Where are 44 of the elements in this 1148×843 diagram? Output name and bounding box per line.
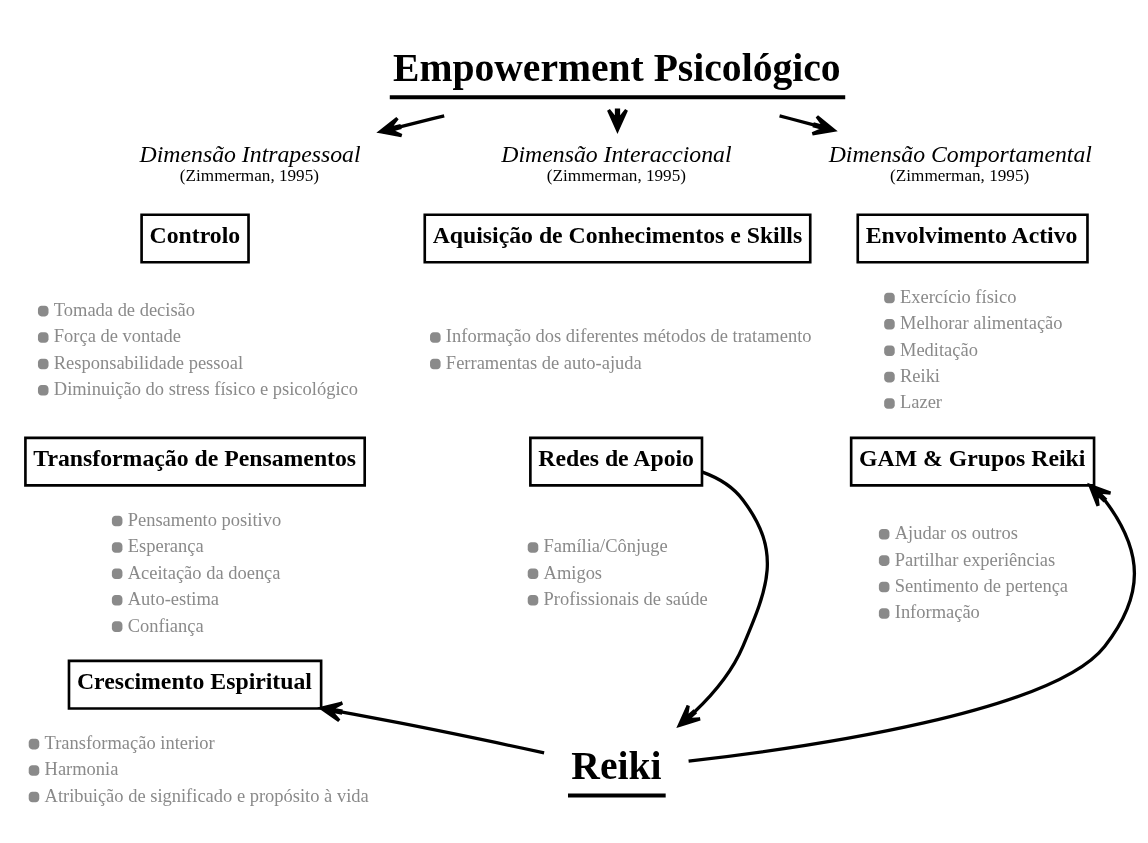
node-label: Meditação [900,339,978,360]
node-label: Confiança [127,615,204,635]
node-label: Profissionais de saúde [543,588,708,609]
node-box: Crescimento Espiritual [67,659,323,710]
node-label: Transformação interior [44,732,215,753]
node-label: Ferramentas de auto-ajuda [445,352,642,373]
arrow [319,700,545,754]
node-box: Controlo [140,212,250,264]
node-text: Reiki [571,743,662,788]
arrow [606,107,629,132]
node-label: Melhorar alimentação [900,312,1063,333]
node-label: Aceitação da doença [127,562,281,583]
node-label: Harmonia [44,758,119,779]
node-label: Informação dos diferentes métodos de tratamento [445,325,812,346]
node-box: Aquisição de Conhecimentos e Skills [423,212,812,264]
node-label: Família/Cônjuge [543,535,668,556]
node-text: Dimensão Interaccional (Zimmerman, 1995) [501,140,732,185]
node-label: Reiki [900,365,941,386]
node-label: Responsabilidade pessoal [53,352,244,373]
node-label: Esperança [127,535,204,556]
node-label: Amigos [543,562,603,583]
node-box: Envolvimento Activo [856,212,1089,264]
node-label: Força de vontade [53,325,181,346]
node-label: Ajudar os outros [894,522,1018,543]
arrow [677,470,769,727]
node-box: GAM & Grupos Reiki [849,436,1096,487]
arrow [378,113,445,137]
node-label: Sentimento de pertença [894,575,1069,596]
node-label: Lazer [900,391,943,412]
node-box: Redes de Apoio [529,436,704,487]
node-label: Auto-estima [127,588,220,609]
node-label: Tomada de decisão [53,299,196,320]
node-text: Dimensão Comportamental (Zimmerman, 1995) [828,140,1092,185]
node-label: Partilhar experiências [894,549,1056,569]
node-label: Informação [894,601,980,622]
arrow [779,113,836,135]
node-box: Transformação de Pensamentos [24,436,366,487]
node-text: Empowerment Psicológico [393,45,841,90]
node-label: Exercício físico [900,286,1017,307]
node-label: Diminuição do stress físico e psicológico [53,378,358,399]
node-text: Dimensão Intrapessoal (Zimmerman, 1995) [139,140,361,185]
node-label: Pensamento positivo [127,509,282,530]
arrow [688,483,1136,763]
node-label: Atribuição de significado e propósito à vida [44,785,369,806]
